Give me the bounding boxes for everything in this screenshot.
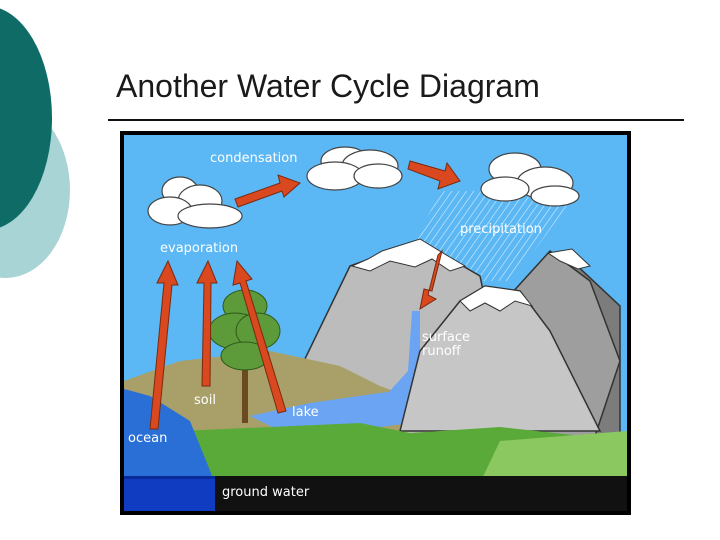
water-cycle-diagram: condensation precipitation evaporation s… — [120, 131, 631, 515]
label-runoff: runoff — [422, 344, 462, 359]
precipitation-arrow — [419, 249, 443, 311]
evaporation-arrow-1 — [149, 259, 179, 430]
label-precipitation: precipitation — [460, 222, 542, 237]
condensation-arrow-left — [234, 174, 301, 208]
accent-dark-circle — [0, 8, 52, 228]
lake — [250, 389, 425, 431]
grass-right-light — [480, 431, 627, 483]
condensation-arrow-right — [407, 160, 461, 190]
title-divider — [108, 119, 684, 121]
label-surface: surface — [422, 330, 470, 345]
cloud-right — [480, 152, 580, 207]
label-evaporation: evaporation — [160, 241, 238, 256]
snowcap-front — [459, 285, 534, 312]
ground-water-strip — [124, 479, 215, 511]
evaporation-arrow-2 — [196, 259, 218, 387]
snowcap-far-right — [546, 248, 592, 270]
cloud-left — [147, 176, 243, 229]
slide-title: Another Water Cycle Diagram — [116, 68, 540, 104]
ground-water-black-band — [215, 476, 627, 511]
label-ground-water: ground water — [222, 485, 310, 500]
snowcap-back-left — [350, 238, 467, 272]
label-ocean: ocean — [128, 431, 167, 446]
ocean — [124, 389, 215, 483]
label-soil: soil — [194, 393, 216, 408]
evaporation-arrow-3 — [232, 259, 287, 414]
slide-decoration — [0, 8, 70, 278]
tree-trunk — [242, 351, 248, 423]
surface-runoff-stream — [388, 311, 420, 396]
label-condensation: condensation — [210, 151, 297, 166]
cloud-middle — [306, 146, 403, 191]
label-lake: lake — [292, 405, 319, 420]
